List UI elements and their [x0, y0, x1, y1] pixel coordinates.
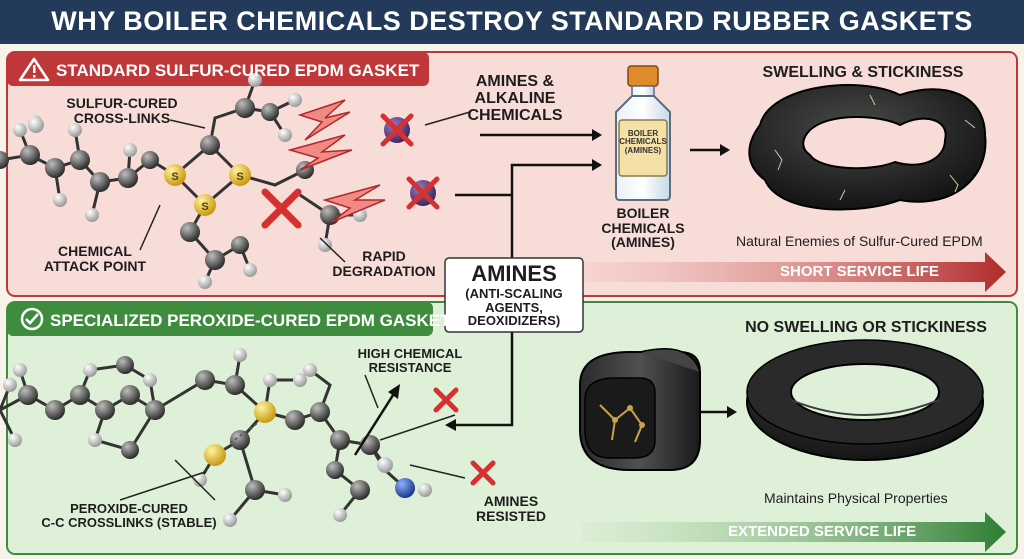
amines-subtitle: (ANTI-SCALING AGENTS, DEOXIDIZERS) [465, 286, 563, 329]
x-mark-icon [433, 387, 459, 413]
x-mark-icon [470, 460, 496, 486]
bottle-caption: BOILER CHEMICALS (AMINES) [601, 205, 685, 251]
top-leader-lines [139, 111, 471, 263]
x-mark-icon [406, 176, 440, 210]
bottom-leader-lines [119, 374, 466, 501]
decor-dot [28, 117, 44, 133]
x-mark-icon [261, 188, 302, 229]
sulfur-symbol-2: S [236, 171, 243, 183]
top-result-caption: Natural Enemies of Sulfur-Cured EPDM [736, 233, 983, 249]
gasket-profile-icon [579, 348, 701, 471]
gasket-icon [748, 84, 987, 211]
short-life-arrow [582, 252, 1006, 292]
bottle-label: BOILER CHEMICALS (AMINES) [619, 129, 667, 155]
amines-box [444, 257, 584, 333]
rapid-degradation-label: RAPID DEGRADATION [332, 248, 436, 279]
high-resistance-label: HIGH CHEMICAL RESISTANCE [357, 346, 463, 375]
x-mark-icon [380, 113, 414, 147]
warning-icon [18, 57, 50, 82]
top-result-title: SWELLING & STICKINESS [762, 64, 964, 81]
lightning-icon [287, 99, 386, 223]
bottom-panel-header: SPECIALIZED PEROXIDE-CURED EPDM GASKET [50, 311, 451, 330]
short-life-label: SHORT SERVICE LIFE [780, 263, 939, 280]
bottom-result-title: NO SWELLING OR STICKINESS [745, 319, 987, 336]
amines-resisted-label: AMINES RESISTED [475, 493, 546, 524]
sulfur-symbol-3: S [201, 201, 208, 213]
peroxide-crosslink-atom-1 [254, 401, 276, 423]
gasket-icon [746, 339, 984, 461]
title-bar [0, 0, 1024, 44]
top-panel-header: STANDARD SULFUR-CURED EPDM GASKET [56, 61, 420, 80]
amines-alkaline-label: AMINES & ALKALINE CHEMICALS [467, 73, 563, 124]
sulfur-molecule-atoms [0, 73, 367, 289]
bottom-result-caption: Maintains Physical Properties [764, 490, 948, 506]
nitrogen-atom [395, 478, 415, 498]
check-circle-icon [20, 307, 44, 331]
peroxide-molecule-atoms [3, 348, 432, 527]
peroxide-crosslinks-label: PEROXIDE-CURED C-C CROSSLINKS (STABLE) [41, 501, 217, 530]
extended-life-arrow [582, 512, 1006, 552]
bottle-icon [615, 65, 671, 201]
peroxide-crosslink-atom-2 [204, 444, 226, 466]
sulfur-atoms [164, 164, 251, 216]
extended-life-label: EXTENDED SERVICE LIFE [728, 523, 917, 540]
page-title: WHY BOILER CHEMICALS DESTROY STANDARD RU… [51, 6, 973, 36]
chemical-attack-label: CHEMICAL ATTACK POINT [43, 243, 147, 274]
sulfur-crosslinks-label: SULFUR-CURED CROSS-LINKS [66, 95, 178, 126]
bottom-header-tab [7, 302, 433, 336]
resistance-arrow [353, 391, 397, 456]
sulfur-symbol-1: S [171, 171, 178, 183]
arrow-icon [445, 129, 737, 431]
amines-title: AMINES [471, 261, 557, 286]
top-header-tab [7, 52, 429, 86]
